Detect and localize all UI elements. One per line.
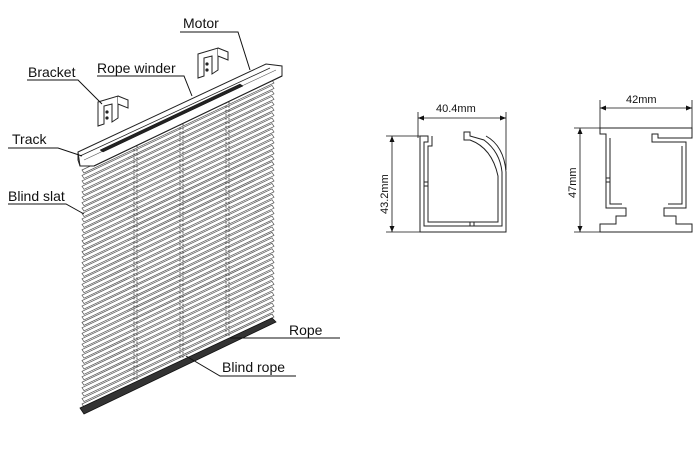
profile-a-outline (419, 131, 507, 233)
blind-slat (81, 117, 275, 212)
profile-b-inner (609, 138, 683, 205)
bracket-right (197, 47, 229, 79)
dim-height-a-line (386, 135, 420, 233)
blind-slat (81, 128, 275, 223)
blind-slat (81, 133, 275, 228)
blind-slat (81, 193, 275, 288)
blind-slat (81, 297, 275, 392)
blind-slat (81, 270, 275, 364)
blind-assembly: Motor Bracket Rope winder Track Blind sl… (8, 15, 340, 415)
blind-slat (81, 161, 275, 256)
track-rail (77, 63, 283, 167)
blind-slat (81, 280, 275, 375)
dim-width-b: 42mm (626, 94, 657, 106)
bottom-rail (79, 317, 277, 415)
label-bracket: Bracket (28, 64, 76, 80)
dim-width-a-line (417, 112, 507, 170)
profile-b-grooves (606, 177, 610, 183)
leader-bracket (27, 79, 103, 105)
blind-slat (81, 177, 275, 272)
ladder-strings (133, 101, 230, 380)
blind-slat (81, 248, 275, 343)
profile-b: 42mm 47mm (567, 94, 693, 233)
bracket-left (97, 95, 129, 127)
leader-motor (180, 31, 251, 71)
label-track: Track (12, 131, 47, 147)
label-rope: Rope (289, 322, 323, 338)
leader-rope-winder (97, 75, 193, 97)
leader-track (8, 147, 83, 157)
profile-a-grooves (424, 181, 475, 226)
blind-slat (81, 253, 275, 348)
dim-height-b-line (574, 127, 604, 233)
label-motor: Motor (183, 15, 219, 31)
dim-height-a: 43.2mm (379, 174, 391, 214)
label-blind-slat: Blind slat (8, 188, 65, 204)
blind-slat (81, 84, 275, 179)
blind-slat (81, 237, 275, 332)
label-rope-winder: Rope winder (97, 60, 176, 76)
blind-slat (81, 308, 275, 403)
leader-blind-slat (8, 203, 85, 215)
blind-slat (81, 204, 275, 299)
blind-slat (81, 101, 275, 196)
label-blind-rope: Blind rope (222, 359, 285, 375)
blind-slat (81, 264, 275, 359)
dim-height-b: 47mm (567, 167, 579, 198)
blind-slat (81, 144, 275, 239)
blind-slat (81, 112, 275, 207)
blind-slat (81, 188, 275, 283)
dim-width-b-line (599, 100, 693, 130)
dim-width-a: 40.4mm (436, 103, 476, 115)
profile-b-outline (599, 127, 693, 233)
blind-slat (81, 221, 275, 315)
blind-slats (81, 79, 275, 408)
leader-blind-rope (185, 355, 296, 377)
profile-a: 40.4mm 43.2mm (379, 103, 507, 233)
